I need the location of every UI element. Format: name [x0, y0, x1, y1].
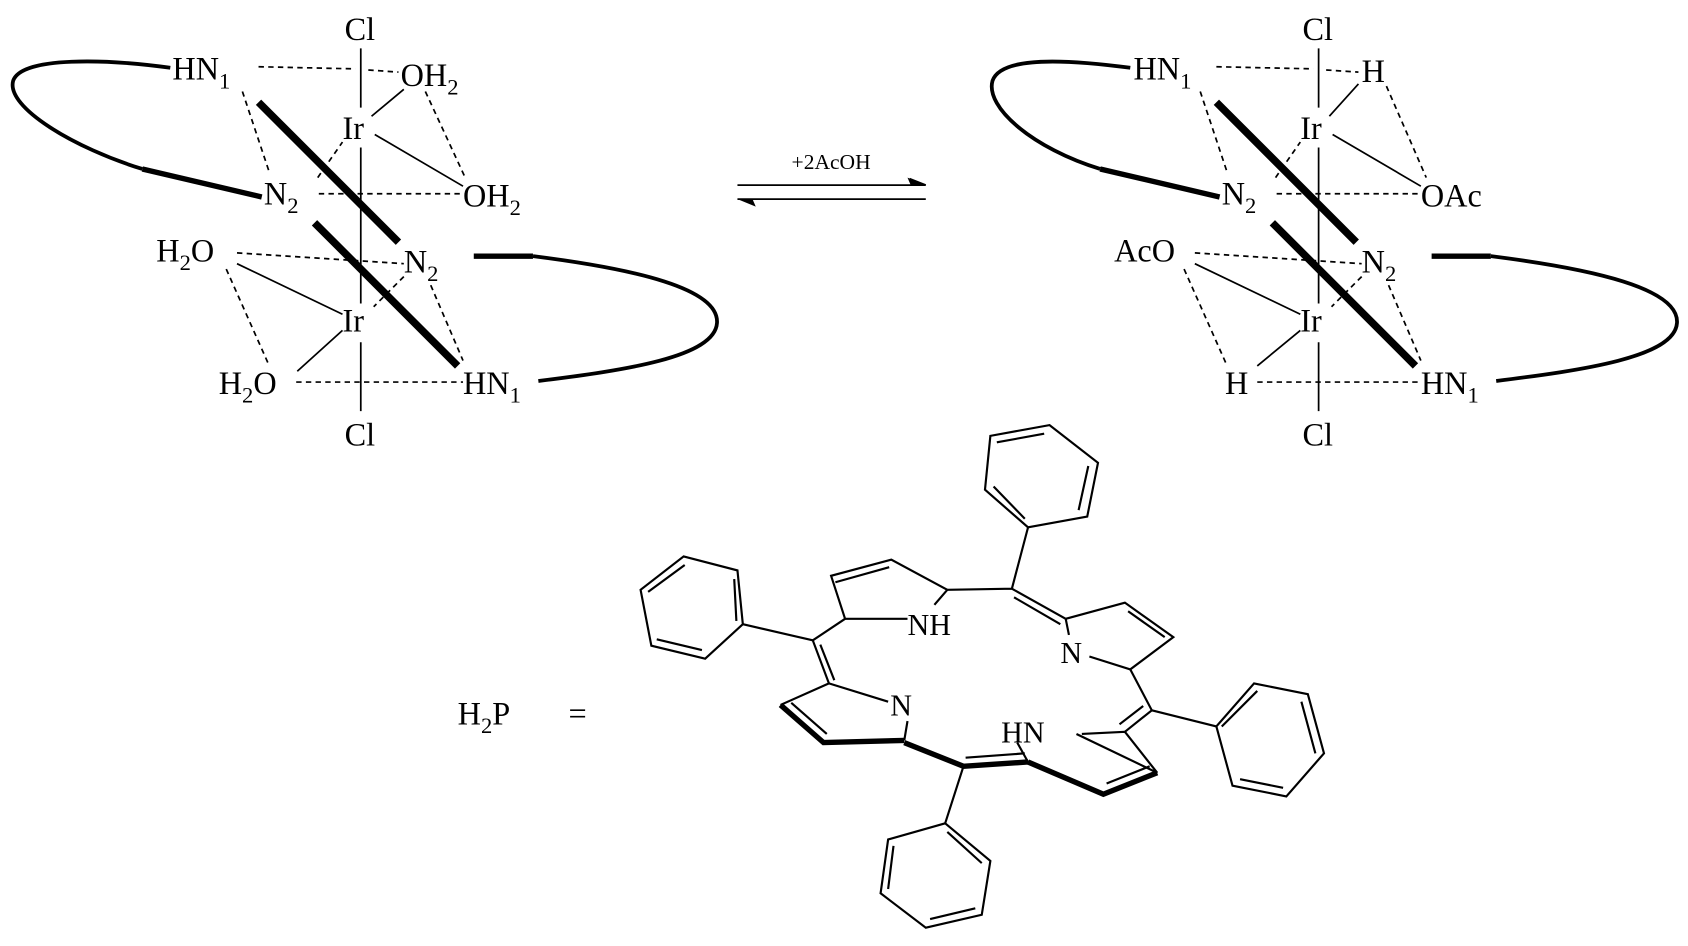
atom-label: HN1	[1421, 365, 1479, 408]
atom-label: Cl	[1302, 417, 1333, 453]
left-complex: Cl HN1 OH2 Ir N2 OH2 H2O N2 Ir H2O HN1 C…	[10, 11, 719, 453]
ligand-loop-end	[141, 166, 263, 200]
bond	[1194, 83, 1422, 367]
atom-label: N2	[1362, 243, 1397, 286]
atom-label: Ir	[1300, 110, 1322, 146]
porphyrin-structure: H2P = NH N HN N	[458, 423, 1326, 929]
atom-label: N2	[264, 175, 299, 218]
pyrrole-ring	[780, 682, 909, 741]
atom-label: Ir	[342, 302, 364, 338]
hbond	[1183, 65, 1428, 383]
porphyrin-name: H2P	[458, 695, 511, 738]
ligand-loop	[10, 59, 171, 171]
atom-label: NH	[907, 608, 951, 642]
atom-label: OH2	[401, 57, 459, 100]
atom-label: Cl	[345, 417, 376, 453]
bond	[1118, 668, 1217, 733]
atom-label: N	[890, 689, 912, 723]
equilibrium-arrows: +2AcOH	[737, 150, 927, 207]
phenyl-ring	[639, 555, 744, 660]
bond	[255, 99, 461, 369]
bond	[947, 527, 1067, 626]
atom-label: HN	[1001, 716, 1045, 750]
atom-label: Cl	[1302, 11, 1333, 47]
atom-label: H	[1225, 365, 1248, 401]
arrow-head	[907, 177, 926, 186]
pyrrole-ring	[1064, 601, 1176, 671]
arrow-head	[737, 199, 756, 207]
forward-arrow	[737, 177, 927, 186]
bond	[236, 88, 464, 372]
ligand-loop-end	[1099, 166, 1221, 200]
bond	[790, 701, 828, 735]
phenyl-ring	[1215, 682, 1326, 798]
phenyl-ring	[983, 423, 1100, 529]
atom-label: HN1	[1134, 51, 1192, 94]
atom-label: Ir	[1300, 302, 1322, 338]
atom-label: Cl	[345, 11, 376, 47]
atom-label: N2	[1222, 175, 1257, 218]
atom-label: H2O	[156, 233, 214, 276]
ligand-loop	[532, 254, 719, 383]
atom-label: N2	[404, 243, 439, 286]
atom-label: Ir	[342, 110, 364, 146]
right-complex: Cl HN1 H Ir N2 OAc AcO N2 Ir H HN1 Cl	[989, 11, 1679, 453]
atom-label: OH2	[463, 178, 521, 221]
pyrrole-ring-front	[1026, 759, 1159, 798]
atom-label: N	[1060, 636, 1082, 670]
hbond	[225, 65, 466, 383]
ligand-loop	[989, 59, 1131, 171]
pyrrole-ring-front	[778, 702, 905, 746]
atom-label: HN1	[463, 365, 521, 408]
atom-label: AcO	[1114, 233, 1175, 269]
pyrrole-ring	[829, 558, 949, 620]
atom-label: H	[1362, 53, 1385, 89]
arrow-label: +2AcOH	[792, 150, 871, 174]
bond	[1106, 765, 1151, 785]
bond	[944, 742, 1029, 824]
pyrrole-ring	[1075, 730, 1159, 774]
atom-label: H2O	[219, 365, 277, 408]
atom-label: OAc	[1421, 178, 1482, 214]
bond	[742, 617, 846, 684]
bond	[1213, 99, 1419, 369]
atom-label: HN1	[172, 51, 230, 94]
ligand-loop	[1490, 254, 1679, 383]
phenyl-ring	[879, 822, 992, 929]
equals-sign: =	[568, 695, 586, 731]
